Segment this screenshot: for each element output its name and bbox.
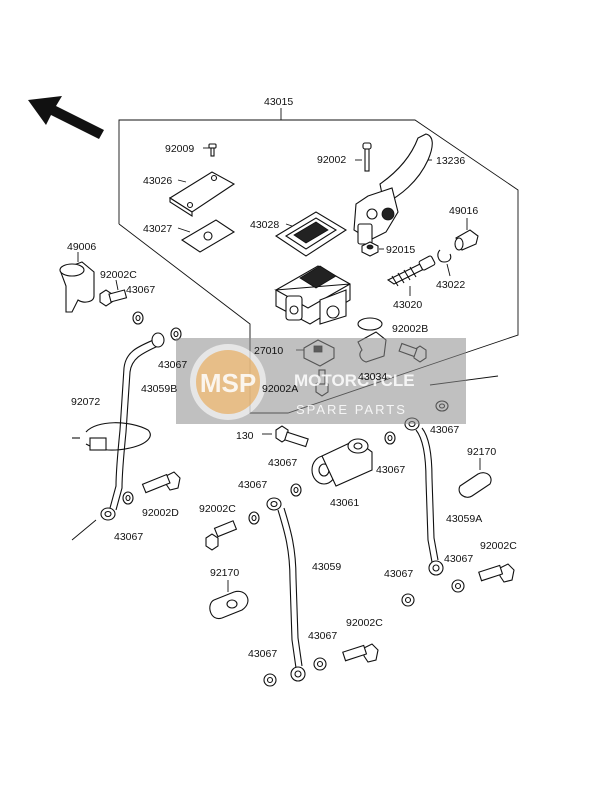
label-43020: 43020 [393,299,422,311]
label-43067-c: 43067 [430,424,459,436]
part-92002D-bolt[interactable] [141,471,181,494]
part-43067-washer-j[interactable] [313,657,327,671]
part-92002C-bolt-c[interactable] [478,563,515,583]
front-direction-arrow-icon [28,96,104,139]
part-92072-clamp[interactable] [72,422,151,451]
part-number-labels: 43015 92009 92002 13236 43026 43027 4302… [67,96,517,660]
part-43059-brake-hose[interactable] [266,497,306,682]
part-43020-piston-kit[interactable] [386,255,436,296]
label-43027: 43027 [143,223,172,235]
part-43022-circlip[interactable] [437,249,452,277]
label-43059A: 43059A [446,513,482,525]
label-43067-k: 43067 [248,648,277,660]
part-43067-washer-e[interactable] [384,431,396,445]
label-92002C-a: 92002C [100,269,137,281]
label-92170-a: 92170 [467,446,496,458]
part-92002-bolt[interactable] [355,142,372,172]
label-43061: 43061 [330,497,359,509]
label-92009: 92009 [165,143,194,155]
label-27010: 27010 [254,345,283,357]
label-43067-h: 43067 [384,568,413,580]
watermark-logo: MSP [200,368,256,398]
label-92002D: 92002D [142,507,179,519]
label-43059: 43059 [312,561,341,573]
part-92015-nut[interactable] [361,241,384,257]
part-92009-screw[interactable] [203,143,217,157]
label-92002C-d: 92002C [346,617,383,629]
part-43067-washer-g[interactable] [122,491,134,505]
part-43067-washer-k[interactable] [263,673,277,687]
label-43067-a: 43067 [126,284,155,296]
label-43067-i: 43067 [444,553,473,565]
part-43067-washer-h[interactable] [401,593,415,607]
watermark-title: MOTORCYCLE [294,371,415,390]
part-49006-cover[interactable] [59,252,95,313]
part-43067-washer-i[interactable] [451,579,465,593]
part-43061-banjo-fitting[interactable] [311,438,373,487]
part-92170-hose-guide-b[interactable] [209,580,249,620]
part-13236-brake-lever[interactable] [353,133,433,245]
part-92170-hose-guide-a[interactable] [458,458,492,498]
label-92002A: 92002A [262,383,298,395]
label-92002C-c: 92002C [480,540,517,552]
label-43067-d: 43067 [268,457,297,469]
part-92002C-bolt-b[interactable] [205,520,238,551]
label-43026: 43026 [143,175,172,187]
part-43059A-brake-hose[interactable] [404,417,444,576]
part-92002C-bolt-d[interactable] [342,643,379,663]
label-49016: 49016 [449,205,478,217]
watermark-subtitle: SPARE PARTS [296,402,407,417]
part-43067-washer-b[interactable] [170,327,182,341]
part-92002C-bolt-a[interactable] [99,279,128,307]
part-43059B-brake-hose[interactable] [100,332,165,521]
part-master-cylinder-body[interactable] [274,265,351,325]
label-43067-j: 43067 [308,630,337,642]
label-130: 130 [236,430,254,442]
part-130-banjo-bolt[interactable] [262,425,309,448]
label-43059B: 43059B [141,383,177,395]
label-43067-f: 43067 [238,479,267,491]
label-43022: 43022 [436,279,465,291]
part-43027-plate[interactable] [177,219,236,253]
label-92002B: 92002B [392,323,428,335]
label-49006: 49006 [67,241,96,253]
part-43067-washer-d[interactable] [290,483,302,497]
part-43028-diaphragm[interactable] [274,211,348,257]
label-92170-b: 92170 [210,567,239,579]
label-92002: 92002 [317,154,346,166]
label-43034: 43034 [358,371,387,383]
label-13236: 13236 [436,155,465,167]
watermark: MSP MOTORCYCLE SPARE PARTS [176,338,466,424]
label-43067-g: 43067 [114,531,143,543]
label-43067-e: 43067 [376,464,405,476]
part-43026-reservoir-cap[interactable] [168,171,236,218]
part-43067-washer-a[interactable] [132,311,144,325]
label-43067-b: 43067 [158,359,187,371]
label-92002C-b: 92002C [199,503,236,515]
label-43015: 43015 [264,96,293,108]
label-43028: 43028 [250,219,279,231]
part-49016-boot[interactable] [454,218,479,251]
label-92072: 92072 [71,396,100,408]
label-92015: 92015 [386,244,415,256]
part-43067-washer-f[interactable] [248,511,260,525]
